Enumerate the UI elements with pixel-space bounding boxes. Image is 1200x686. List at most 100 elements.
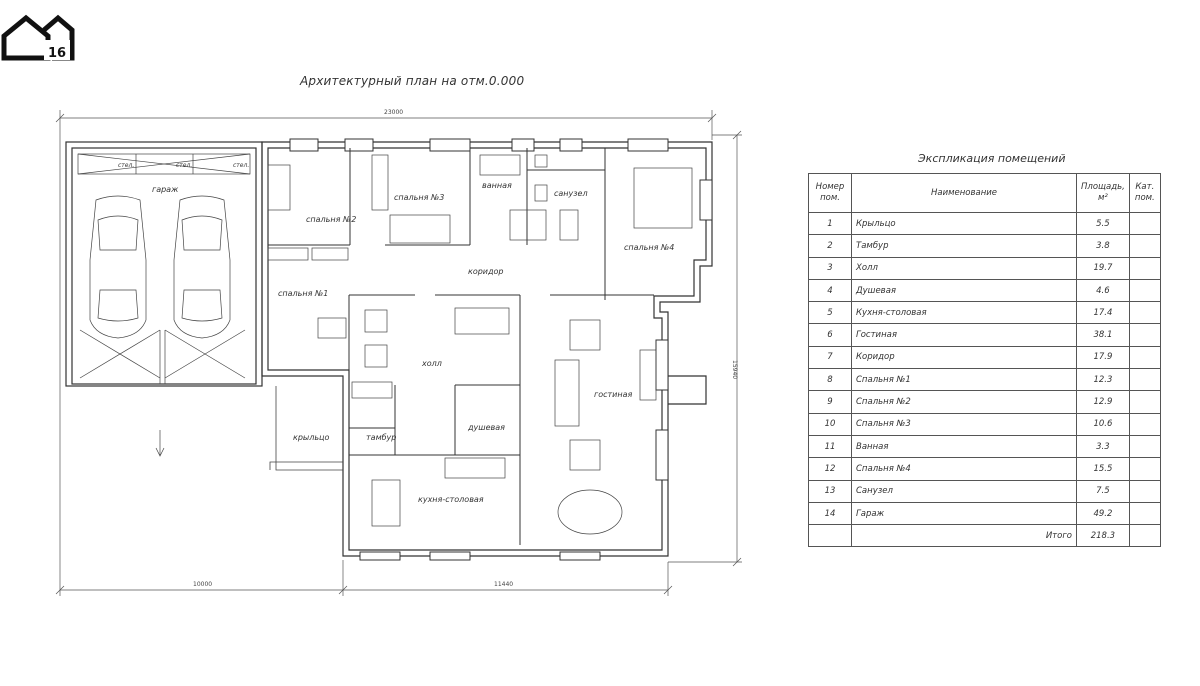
header-area: Площадь, м² — [1076, 173, 1130, 213]
cell-name: Тамбур — [851, 234, 1077, 258]
label-kitchen: кухня-столовая — [418, 495, 484, 504]
cell-cat — [1128, 457, 1161, 481]
cell-name: Ванная — [851, 434, 1077, 459]
cell-area: 4.6 — [1076, 278, 1130, 303]
plan-title: Архитектурный план на отм.0.000 — [300, 74, 525, 88]
dim-right-width: 11440 — [494, 581, 513, 588]
cell-cat — [1128, 256, 1161, 280]
cell-name: Санузел — [851, 479, 1077, 503]
explication-total-row: Итого 218.3 — [808, 524, 1161, 548]
cell-area: 7.5 — [1076, 479, 1130, 503]
dim-height: 15940 — [731, 360, 738, 379]
label-bedroom1: спальня №1 — [278, 289, 328, 298]
cell-cat — [1128, 390, 1161, 414]
cell-area: 17.9 — [1076, 345, 1130, 370]
cell-area: 17.4 — [1076, 301, 1130, 325]
cell-num: 14 — [808, 501, 852, 526]
explication-title: Экспликация помещений — [918, 152, 1066, 165]
label-corridor: коридор — [468, 267, 504, 276]
header-cat: Кат. пом. — [1128, 173, 1161, 213]
cell-cat — [1128, 368, 1161, 392]
cell-area: 38.1 — [1076, 323, 1130, 347]
cell-name: Гостиная — [851, 323, 1077, 347]
cell-cat — [1128, 434, 1161, 459]
total-empty — [808, 524, 852, 548]
house-logo-icon: 16 — [1, 14, 75, 61]
cell-num: 7 — [808, 345, 852, 370]
cell-area: 19.7 — [1076, 256, 1130, 280]
cell-num: 10 — [808, 412, 852, 436]
cell-cat — [1128, 501, 1161, 526]
label-bedroom2: спальня №2 — [306, 215, 356, 224]
rack-label-1: стел. — [118, 162, 134, 169]
cell-area: 12.3 — [1076, 368, 1130, 392]
cell-area: 10.6 — [1076, 412, 1130, 436]
cell-area: 15.5 — [1076, 457, 1130, 481]
porch — [269, 386, 343, 471]
room-labels: гараж спальня №2 спальня №3 ванная сануз… — [152, 181, 674, 504]
label-bedroom3: спальня №3 — [394, 193, 444, 202]
label-garage: гараж — [152, 185, 179, 194]
dimension-lines — [55, 110, 742, 596]
cell-cat — [1128, 234, 1161, 258]
cell-num: 9 — [808, 390, 852, 414]
label-shower: душевая — [467, 423, 505, 432]
exterior-walls — [65, 141, 713, 557]
cell-num: 2 — [808, 234, 852, 258]
header-name: Наименование — [851, 173, 1077, 213]
cell-name: Коридор — [851, 345, 1077, 370]
rack-label-3: стел. — [233, 162, 249, 169]
garage-details — [77, 153, 251, 457]
cell-num: 8 — [808, 368, 852, 392]
label-wc: санузел — [554, 189, 588, 198]
cell-name: Спальня №3 — [851, 412, 1077, 436]
cell-num: 1 — [808, 211, 852, 236]
cell-num: 5 — [808, 301, 852, 325]
interior-walls — [268, 148, 654, 545]
dim-left-width: 10000 — [193, 581, 212, 588]
label-bath: ванная — [482, 181, 512, 190]
cell-area: 3.8 — [1076, 234, 1130, 258]
windows — [289, 138, 713, 561]
cell-cat — [1128, 323, 1161, 347]
cell-name: Холл — [851, 256, 1077, 280]
cell-name: Спальня №1 — [851, 368, 1077, 392]
total-value: 218.3 — [1076, 524, 1130, 548]
label-living: гостиная — [594, 390, 632, 399]
label-porch: крыльцо — [293, 433, 330, 442]
cell-num: 4 — [808, 278, 852, 303]
cell-area: 5.5 — [1076, 211, 1130, 236]
cell-name: Спальня №2 — [851, 390, 1077, 414]
cell-name: Кухня-столовая — [851, 301, 1077, 325]
cell-cat — [1128, 278, 1161, 303]
label-bedroom4: спальня №4 — [624, 243, 674, 252]
cell-area: 12.9 — [1076, 390, 1130, 414]
cell-num: 12 — [808, 457, 852, 481]
cell-cat — [1128, 479, 1161, 503]
cell-cat — [1128, 301, 1161, 325]
cell-num: 13 — [808, 479, 852, 503]
rack-label-2: стел. — [176, 162, 192, 169]
label-vestibule: тамбур — [366, 433, 396, 442]
cell-num: 3 — [808, 256, 852, 280]
explication-table: Номер пом. Наименование Площадь, м² Кат.… — [808, 173, 1161, 548]
cell-name: Душевая — [851, 278, 1077, 303]
cell-num: 6 — [808, 323, 852, 347]
logo: 16 — [0, 10, 80, 65]
cell-area: 49.2 — [1076, 501, 1130, 526]
